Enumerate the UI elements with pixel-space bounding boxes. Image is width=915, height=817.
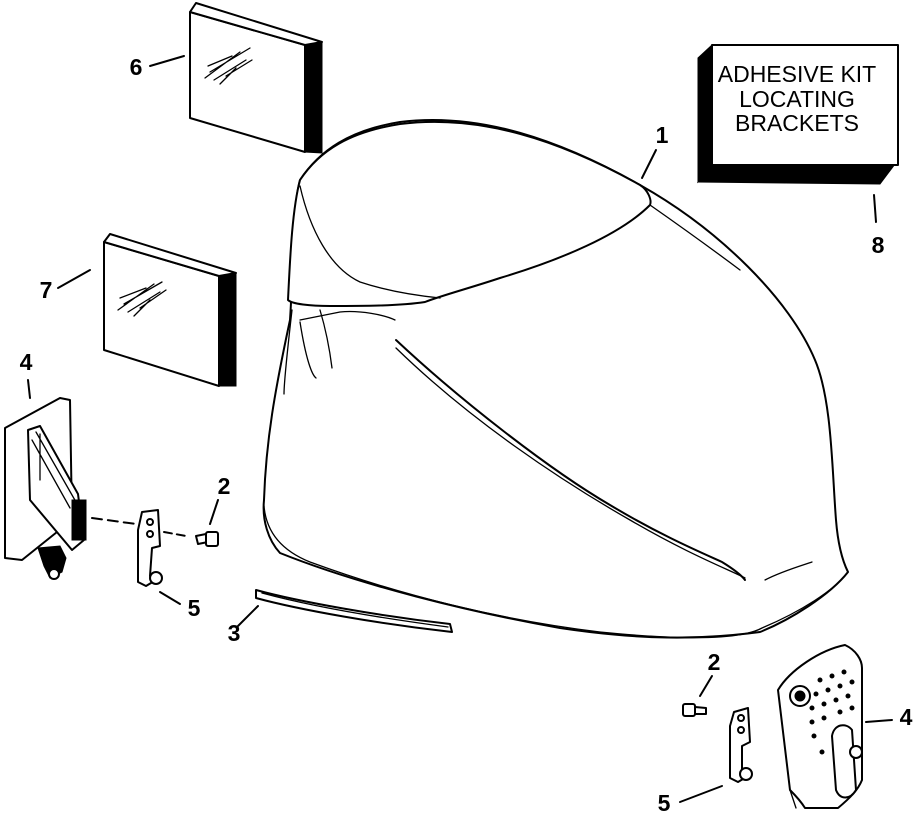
part-4-right-bracket xyxy=(777,644,863,809)
kit-box-label-line-1: ADHESIVE KIT xyxy=(718,61,876,87)
callout-4-left: 4 xyxy=(20,349,33,375)
kit-box-label-line-2: LOCATING xyxy=(739,86,855,112)
part-2-right-screw xyxy=(682,703,707,717)
leader-lines xyxy=(27,55,893,803)
callout-6: 6 xyxy=(130,54,143,80)
part-6-adhesive-pad xyxy=(189,2,323,154)
callout-5-right: 5 xyxy=(658,790,671,816)
callout-3: 3 xyxy=(228,620,241,646)
part-5-right-locating-bracket xyxy=(729,707,753,783)
part-7-adhesive-pad xyxy=(103,233,237,387)
bracket-hole-pattern xyxy=(809,669,855,755)
kit-box-label-line-3: BRACKETS xyxy=(735,110,859,136)
part-3-seal-strip xyxy=(255,589,453,633)
callout-2-right: 2 xyxy=(708,649,721,675)
part-5-left-locating-bracket xyxy=(91,509,187,587)
callout-4-right: 4 xyxy=(900,704,913,730)
callout-5-left: 5 xyxy=(188,595,201,621)
part-1-cowl xyxy=(262,119,849,639)
callout-2-left: 2 xyxy=(218,473,231,499)
callout-numbers: 1 2 2 3 4 4 5 5 6 7 8 xyxy=(20,54,913,816)
part-8-kit-box: ADHESIVE KIT LOCATING BRACKETS xyxy=(696,43,900,185)
callout-8: 8 xyxy=(872,232,885,258)
part-2-left-screw xyxy=(195,531,219,547)
callout-1: 1 xyxy=(656,122,669,148)
callout-7: 7 xyxy=(40,277,53,303)
part-4-left-bracket xyxy=(4,397,87,580)
